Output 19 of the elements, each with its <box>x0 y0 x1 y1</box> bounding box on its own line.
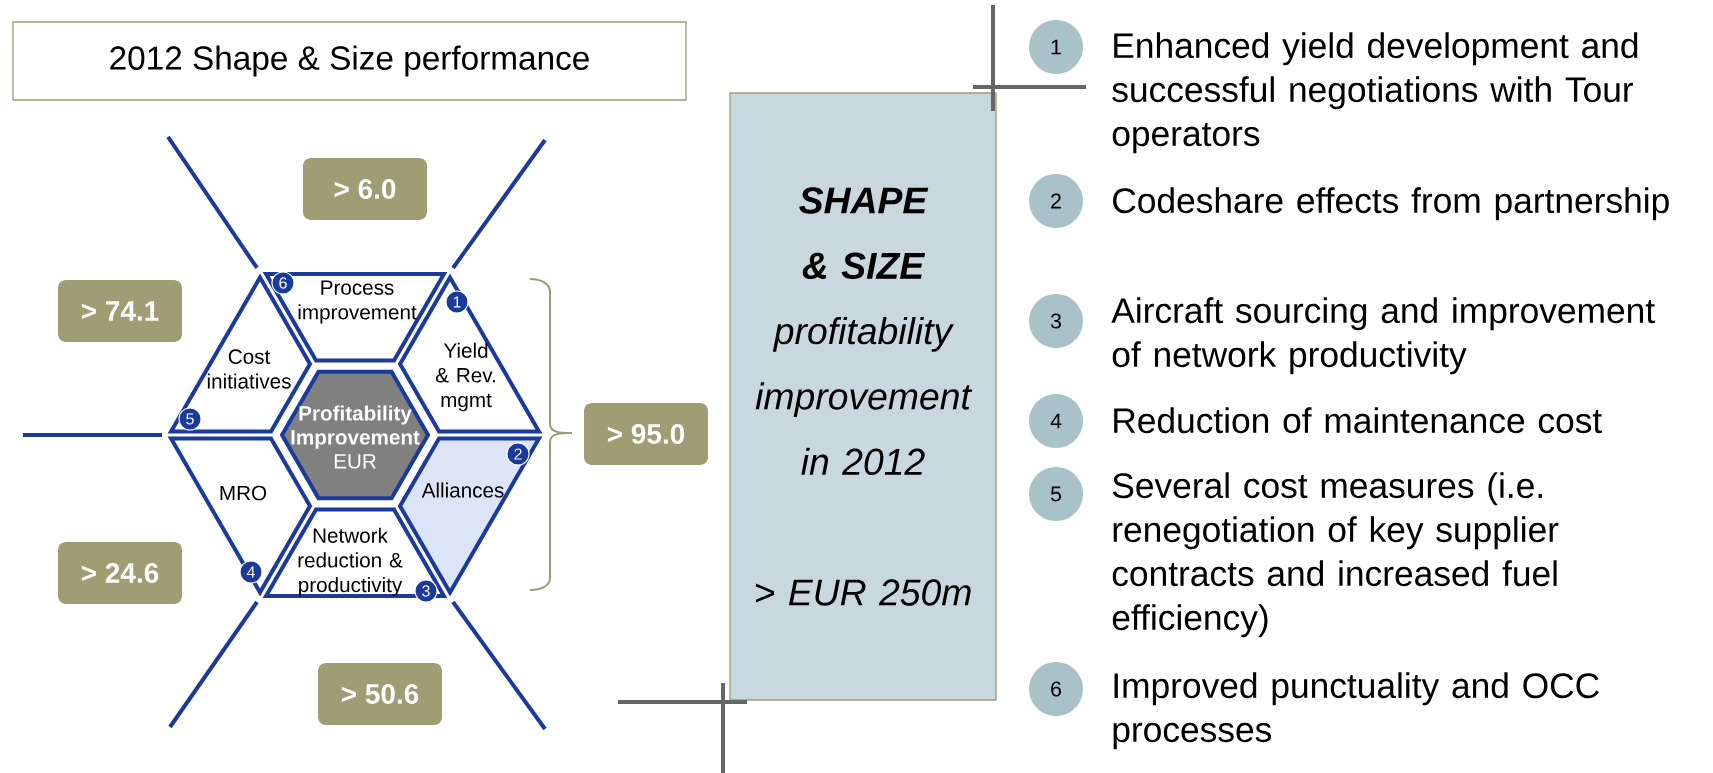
number-badge: 2 <box>506 442 530 466</box>
number-badge: 6 <box>271 271 295 295</box>
value-box: > 95.0 <box>584 403 708 465</box>
list-item-text: Reduction of maintenance cost <box>1114 407 1602 434</box>
list-item-text: Enhanced yield development and successful negotiations with Tour operators <box>1112 32 1638 154</box>
number-badge: 1 <box>445 290 469 314</box>
value-box: > 24.6 <box>58 542 182 604</box>
list-item-text: Aircraft sourcing and improvement of network productivity <box>1111 297 1655 375</box>
list-item-text: Improved punctuality and OCC processes <box>1113 672 1599 750</box>
title-box: 2012 Shape & Size performance <box>12 21 687 101</box>
list-item-text: Codeshare effects from partnership <box>1113 187 1669 221</box>
value-box: > 50.6 <box>318 663 442 725</box>
number-badge: 4 <box>239 560 263 584</box>
summary-box: SHAPE & SIZE profitability improvement in 2012 > EUR 250m <box>729 92 997 701</box>
number-badge: 3 <box>414 579 438 603</box>
value-box: > 6.0 <box>303 158 427 220</box>
number-badge: 5 <box>178 407 202 431</box>
list-item-text: Several cost measures (i.e. renegotiation of key supplier contracts and increased fuel efficiency) <box>1112 472 1559 638</box>
value-box: > 74.1 <box>58 280 182 342</box>
